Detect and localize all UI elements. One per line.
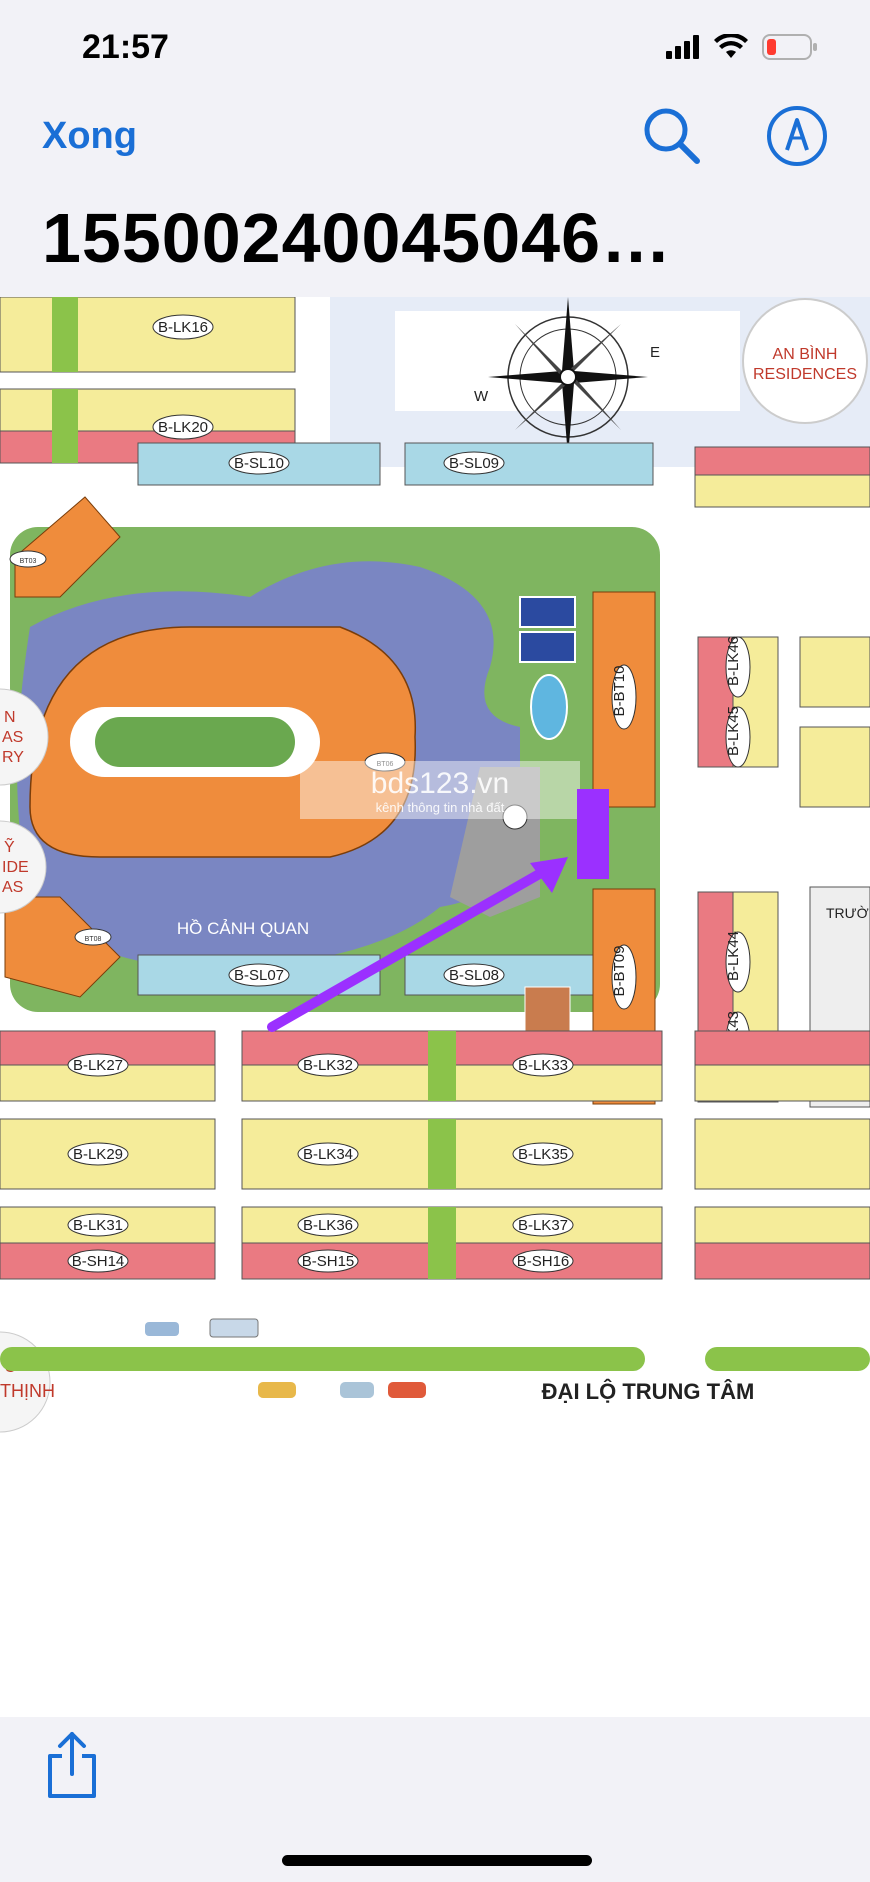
compass-e-label: E xyxy=(650,344,660,361)
block-sl09: B-SL09 xyxy=(404,442,654,486)
status-bar: 21:57 xyxy=(0,0,870,100)
svg-text:B-SL10: B-SL10 xyxy=(234,455,284,472)
left-label-6: AS xyxy=(2,879,23,896)
svg-text:BT08: BT08 xyxy=(85,936,102,943)
left-label-8: THỊNH xyxy=(0,1381,55,1401)
bottom-toolbar xyxy=(0,1717,870,1882)
block-row-1: B-LK27 B-LK32 B-LK33 xyxy=(0,1030,870,1102)
watermark-title: bds123.vn xyxy=(371,767,509,800)
svg-text:B-LK27: B-LK27 xyxy=(73,1057,123,1074)
share-icon[interactable] xyxy=(44,1730,100,1800)
left-label-3: RY xyxy=(2,749,24,766)
svg-text:B-LK35: B-LK35 xyxy=(518,1146,568,1163)
status-time: 21:57 xyxy=(82,28,169,66)
compass-rose-icon xyxy=(488,297,648,457)
lake-label: HỒ CẢNH QUAN xyxy=(177,919,309,938)
home-indicator[interactable] xyxy=(282,1855,592,1866)
svg-text:B-LK31: B-LK31 xyxy=(73,1217,123,1234)
residences-label-line1: AN BÌNH xyxy=(773,344,838,363)
left-label-1: N xyxy=(4,709,16,726)
block-bt08: BT08 xyxy=(4,896,121,998)
svg-text:B-BT10: B-BT10 xyxy=(611,666,628,717)
markup-pen-icon[interactable] xyxy=(765,104,829,168)
svg-text:B-SH15: B-SH15 xyxy=(302,1253,355,1270)
svg-text:B-LK16: B-LK16 xyxy=(158,319,208,336)
wifi-icon xyxy=(714,34,748,58)
left-label-2: AS xyxy=(2,729,23,746)
left-label-5: IDE xyxy=(2,859,29,876)
site-plan-image[interactable]: W E S AN BÌNH RESIDENCES B-LK16 B-LK20 H… xyxy=(0,297,870,1717)
block-row-2: B-LK29 B-LK34 B-LK35 xyxy=(0,1118,870,1190)
compass-w-label: W xyxy=(474,388,489,405)
svg-text:B-LK36: B-LK36 xyxy=(303,1217,353,1234)
road-label: ĐẠI LỘ TRUNG TÂM xyxy=(542,1379,755,1404)
svg-text:B-SH14: B-SH14 xyxy=(72,1253,125,1270)
svg-text:B-LK44: B-LK44 xyxy=(725,931,742,981)
svg-text:B-LK45: B-LK45 xyxy=(725,706,742,756)
signal-icon xyxy=(666,35,699,59)
document-title: 15500240045046… xyxy=(42,199,673,277)
svg-text:B-SL09: B-SL09 xyxy=(449,455,499,472)
done-button[interactable]: Xong xyxy=(42,115,137,157)
svg-text:B-LK34: B-LK34 xyxy=(303,1146,353,1163)
svg-text:B-LK20: B-LK20 xyxy=(158,419,208,436)
site-plan-map: W E S AN BÌNH RESIDENCES B-LK16 B-LK20 H… xyxy=(0,297,870,1717)
svg-text:B-BT09: B-BT09 xyxy=(611,946,628,997)
svg-text:B-LK29: B-LK29 xyxy=(73,1146,123,1163)
svg-text:B-SL08: B-SL08 xyxy=(449,967,499,984)
search-icon[interactable] xyxy=(640,104,704,168)
left-label-4: Ỹ xyxy=(4,836,15,856)
pointer-arrow xyxy=(267,864,553,1032)
svg-text:B-SL07: B-SL07 xyxy=(234,967,284,984)
watermark-subtitle: kênh thông tin nhà đất xyxy=(376,800,505,815)
block-lk16: B-LK16 xyxy=(0,297,296,373)
block-row-3: B-LK31 B-SH14 B-LK36 B-LK37 B-SH15 B-SH1… xyxy=(0,1206,870,1280)
svg-text:B-SH16: B-SH16 xyxy=(517,1253,570,1270)
svg-text:B-LK46: B-LK46 xyxy=(725,636,742,686)
svg-text:BT03: BT03 xyxy=(20,558,37,565)
block-sl10: B-SL10 xyxy=(137,442,381,486)
block-bt06: BT06 xyxy=(29,626,417,858)
battery-low-icon xyxy=(762,34,817,60)
svg-text:BT06: BT06 xyxy=(377,761,394,768)
status-icons xyxy=(666,34,818,60)
block-bt10: B-BT10 xyxy=(592,591,656,808)
svg-text:B-LK37: B-LK37 xyxy=(518,1217,568,1234)
svg-text:B-LK32: B-LK32 xyxy=(303,1057,353,1074)
highlight-marker xyxy=(577,789,609,879)
block-lk46: B-LK46 B-LK45 xyxy=(697,636,779,768)
arrow-head-icon xyxy=(530,857,568,893)
svg-text:B-LK33: B-LK33 xyxy=(518,1057,568,1074)
school-label: TRƯỜ xyxy=(826,905,869,921)
residences-label-line2: RESIDENCES xyxy=(753,366,857,383)
block-bt03: BT03 xyxy=(9,496,121,598)
